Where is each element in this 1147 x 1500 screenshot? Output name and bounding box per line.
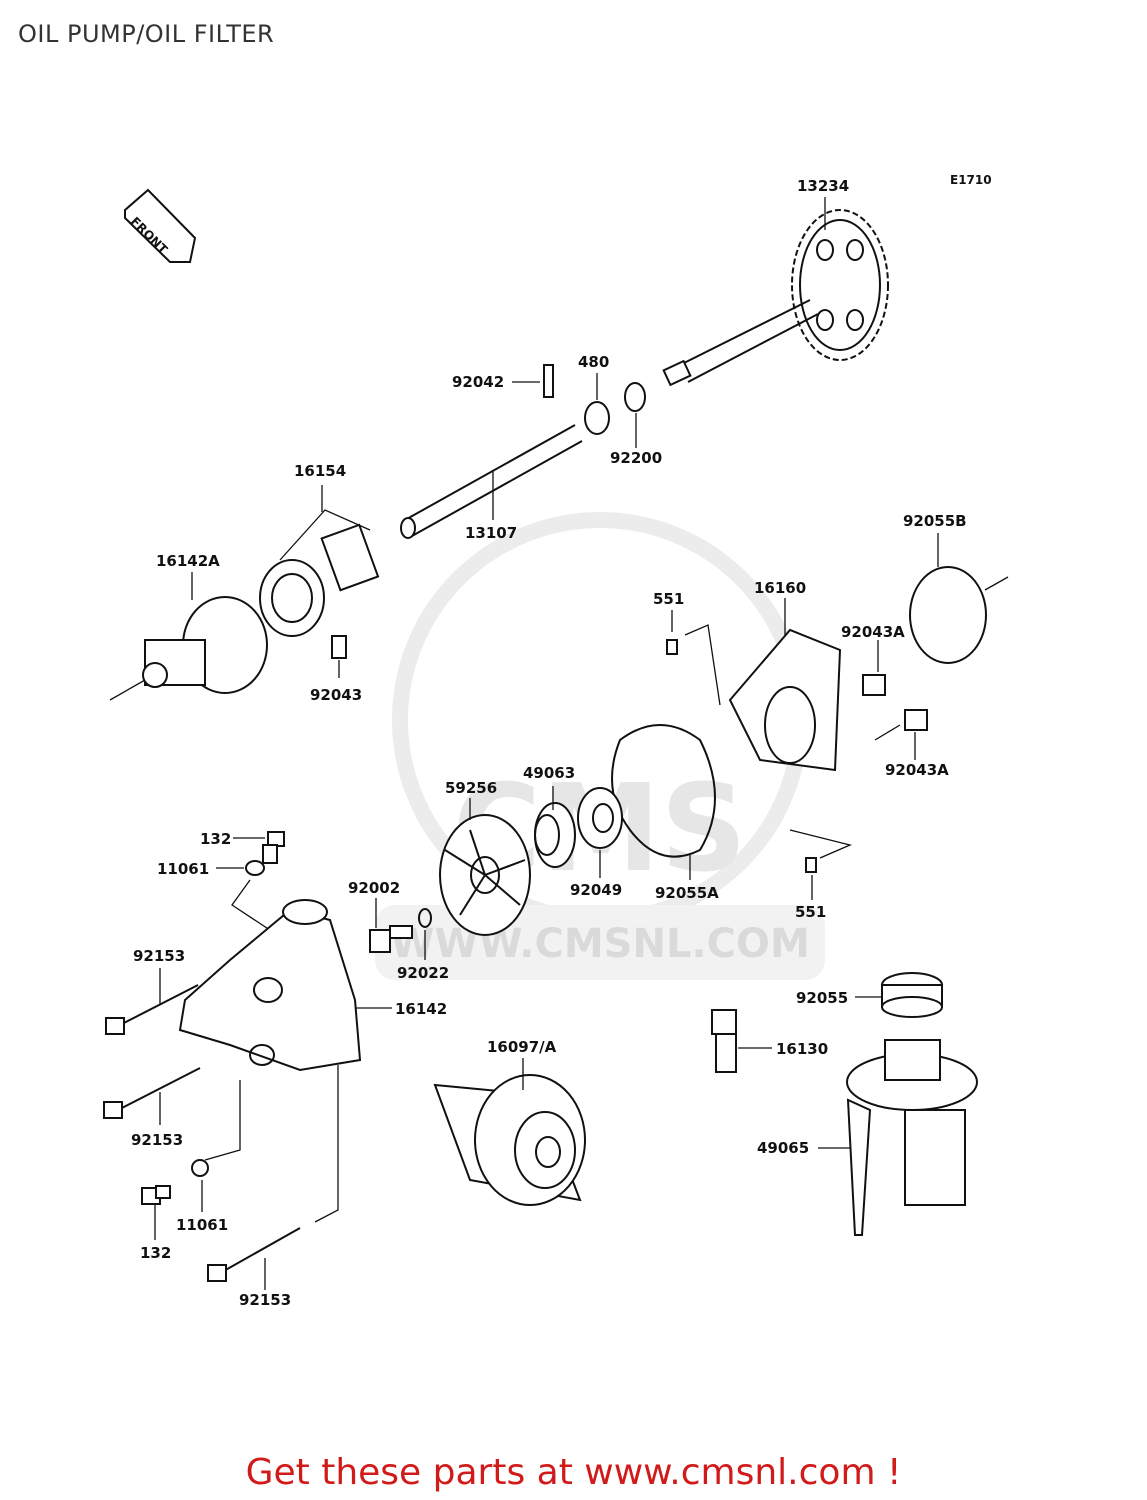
label-59256: 59256 <box>445 779 497 797</box>
label-92042: 92042 <box>452 373 504 391</box>
label-16154: 16154 <box>294 462 346 480</box>
part-92153-bolt-b <box>103 1067 201 1119</box>
label-551-a: 551 <box>653 590 684 608</box>
part-13234-gear <box>662 209 889 387</box>
part-16160-cover <box>728 628 842 772</box>
label-551-b: 551 <box>795 903 826 921</box>
part-16142A-body <box>109 596 268 701</box>
part-92153-bolt-c <box>207 1227 301 1282</box>
label-92055B: 92055B <box>903 512 967 530</box>
label-16130: 16130 <box>776 1040 828 1058</box>
part-92200-washer <box>624 382 646 412</box>
label-92022: 92022 <box>397 964 449 982</box>
label-11061-b: 11061 <box>176 1216 228 1234</box>
part-11061-washer-b <box>191 1159 209 1177</box>
diagram-code: E1710 <box>950 173 992 187</box>
label-132-a: 132 <box>200 830 231 848</box>
label-16142: 16142 <box>395 1000 447 1018</box>
part-132-bolt-b <box>141 1185 171 1205</box>
front-arrow-icon: FRONT <box>124 188 197 263</box>
label-16097A: 16097/A <box>487 1038 557 1056</box>
part-11061-washer-a <box>245 860 265 876</box>
part-16142-housing <box>178 899 362 1072</box>
label-92153-b: 92153 <box>131 1131 183 1149</box>
label-92153-c: 92153 <box>239 1291 291 1309</box>
label-132-b: 132 <box>140 1244 171 1262</box>
label-16142A: 16142A <box>156 552 220 570</box>
label-92002: 92002 <box>348 879 400 897</box>
label-92055A: 92055A <box>655 884 719 902</box>
label-49065: 49065 <box>757 1139 809 1157</box>
label-92049: 92049 <box>570 881 622 899</box>
footer-link[interactable]: Get these parts at www.cmsnl.com ! <box>245 1452 902 1493</box>
part-16154-rotor <box>259 523 380 637</box>
label-92200: 92200 <box>610 449 662 467</box>
label-11061-a: 11061 <box>157 860 209 878</box>
label-480: 480 <box>578 353 609 371</box>
part-132-bolt-a <box>262 831 285 864</box>
part-480-circlip <box>584 401 610 435</box>
label-92043: 92043 <box>310 686 362 704</box>
label-92043A-b: 92043A <box>885 761 949 779</box>
part-551-dowel-a <box>666 639 678 655</box>
part-551-dowel-b <box>805 857 817 873</box>
part-92043A-dowel-a <box>862 674 886 696</box>
watermark-text: WWW.CMSNL.COM <box>390 921 810 967</box>
label-13107: 13107 <box>465 524 517 542</box>
label-49063: 49063 <box>523 764 575 782</box>
part-92055-cap <box>881 972 943 1018</box>
part-92049-bearing <box>577 787 623 849</box>
part-59256-impeller <box>439 814 531 936</box>
part-92153-bolt-a <box>105 984 199 1035</box>
label-92043A-a: 92043A <box>841 623 905 641</box>
part-16130-switch <box>711 1009 737 1073</box>
part-92042-pin <box>543 364 554 398</box>
part-92022-washer <box>418 908 432 928</box>
part-92043A-dowel-b <box>904 709 928 731</box>
page-title: OIL PUMP/OIL FILTER <box>18 20 275 48</box>
part-92055B-oring <box>909 566 987 664</box>
part-49063-seal <box>534 802 576 868</box>
label-92153-a: 92153 <box>133 947 185 965</box>
part-92043-dowel <box>331 635 347 659</box>
part-16097A-oil-filter <box>433 1074 586 1206</box>
label-92055: 92055 <box>796 989 848 1007</box>
part-13107-shaft <box>400 424 583 539</box>
label-16160: 16160 <box>754 579 806 597</box>
label-13234: 13234 <box>797 177 849 195</box>
part-92002-plug <box>369 925 413 953</box>
part-49065-strainer <box>846 1039 978 1236</box>
